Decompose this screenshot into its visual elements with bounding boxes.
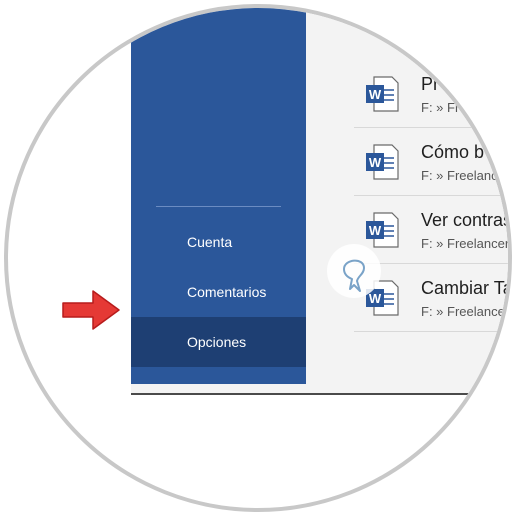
pointer-arrow-icon <box>62 290 120 330</box>
document-path: F: » Freelancer <box>421 236 510 251</box>
word-backstage-window: Cuenta Comentarios Opciones W Pr <box>131 8 512 395</box>
svg-text:W: W <box>369 155 382 170</box>
recent-documents-list: W Pr F: » Free W Cómo b F: » Freelanc <box>306 8 512 386</box>
document-title: Cómo b <box>421 142 485 162</box>
svg-text:W: W <box>369 87 382 102</box>
backstage-sidebar: Cuenta Comentarios Opciones <box>131 8 306 384</box>
sidebar-item-cuenta[interactable]: Cuenta <box>131 217 306 267</box>
word-document-icon: W <box>366 144 399 180</box>
item-divider <box>354 331 508 332</box>
document-title: Cambiar Ta <box>421 278 512 298</box>
word-document-icon: W <box>366 76 399 112</box>
sidebar-item-opciones[interactable]: Opciones <box>131 317 306 367</box>
document-path: F: » Free <box>421 100 474 115</box>
item-divider <box>354 263 508 264</box>
word-document-icon: W <box>366 280 399 316</box>
sidebar-divider <box>156 206 281 207</box>
svg-text:W: W <box>369 291 382 306</box>
zoom-circle: Cuenta Comentarios Opciones W Pr <box>4 4 512 512</box>
recent-document-item[interactable]: W Cómo b F: » Freelanc <box>306 128 508 196</box>
hand-cursor-icon <box>327 244 381 298</box>
sidebar-item-comentarios[interactable]: Comentarios <box>131 267 306 317</box>
document-path: F: » Freelancer <box>421 304 510 319</box>
recent-document-item[interactable]: W Pr F: » Free <box>306 60 508 128</box>
sidebar-item-label: Comentarios <box>187 284 267 300</box>
svg-text:W: W <box>369 223 382 238</box>
document-title: Ver contras <box>421 210 512 230</box>
sidebar-item-label: Opciones <box>187 334 247 350</box>
word-document-icon: W <box>366 212 399 248</box>
recent-document-item[interactable]: W Cambiar Ta F: » Freelancer <box>306 264 512 332</box>
sidebar-item-label: Cuenta <box>187 234 233 250</box>
document-path: F: » Freelanc <box>421 168 498 183</box>
item-divider <box>354 127 508 128</box>
recent-document-item[interactable]: W Ver contras F: » Freelancer <box>306 196 512 264</box>
document-title: Pr <box>421 74 439 94</box>
item-divider <box>354 195 508 196</box>
